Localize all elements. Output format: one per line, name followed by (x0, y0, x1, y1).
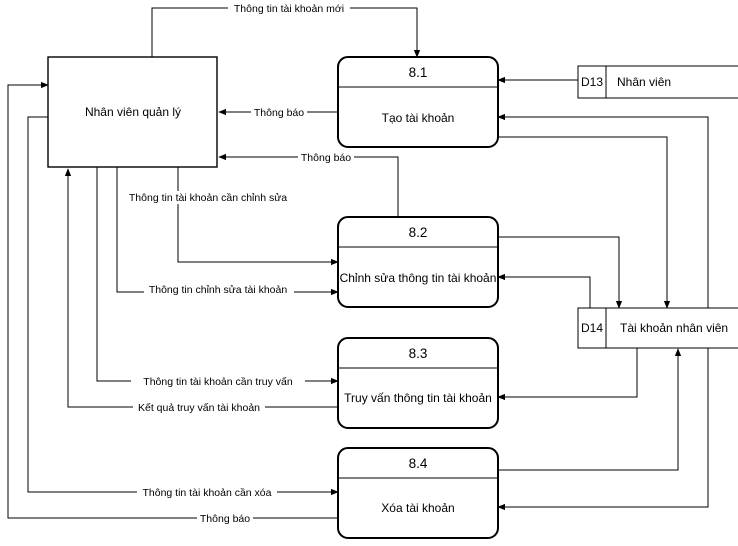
process-id: 8.3 (409, 346, 428, 361)
svg-text:Kết quả truy vấn tài khoản: Kết quả truy vấn tài khoản (138, 402, 260, 414)
flow-8-1-to-d14 (498, 136, 671, 309)
flow-8-4-to-d14 (498, 348, 682, 471)
svg-text:Thông tin chỉnh sửa tài khoản: Thông tin chỉnh sửa tài khoản (149, 284, 288, 296)
process-id: 8.2 (409, 225, 428, 240)
flow-new-account-info (151, 7, 421, 58)
store-name: Tài khoản nhân viên (620, 321, 728, 335)
data-store-d13: D13 Nhân viên (577, 65, 738, 99)
store-id: D13 (581, 75, 603, 89)
flow-delete-target (27, 116, 339, 496)
external-entity: Nhân viên quản lý (47, 56, 218, 168)
flow-label-query-result: Kết quả truy vấn tài khoản (133, 401, 265, 414)
flow-8-2-to-d14 (498, 236, 623, 309)
flow-d14-to-8-3 (497, 348, 638, 401)
process-8-1: 8.1 Tạo tài khoản (337, 56, 499, 148)
flow-notify-delete (7, 81, 338, 519)
store-name: Nhân viên (617, 75, 671, 89)
process-name: Chỉnh sửa thông tin tài khoản (340, 271, 497, 285)
flow-d14-to-8-4 (497, 348, 709, 511)
process-id: 8.4 (409, 456, 428, 471)
process-name: Truy vấn thông tin tài khoản (344, 391, 492, 405)
flow-edit-info (116, 167, 339, 296)
entity-name: Nhân viên quản lý (85, 105, 181, 119)
flow-label-delete-target: Thông tin tài khoản cần xóa (137, 486, 277, 499)
flow-edit-target (177, 167, 339, 266)
process-8-4: 8.4 Xóa tài khoản (337, 447, 499, 539)
svg-text:Thông báo: Thông báo (200, 513, 250, 525)
process-id: 8.1 (409, 65, 428, 80)
flow-label-edit-info: Thông tin chỉnh sửa tài khoản (144, 283, 294, 296)
svg-text:Thông báo: Thông báo (254, 107, 304, 119)
process-8-3: 8.3 Truy vấn thông tin tài khoản (337, 337, 499, 429)
store-id: D14 (581, 321, 603, 335)
flow-label-query-target: Thông tin tài khoản cần truy vấn (131, 375, 305, 388)
flow-label-notify-delete: Thông báo (197, 512, 253, 525)
flow-notify-edit (218, 153, 399, 217)
svg-text:Thông tin tài khoản cần truy v: Thông tin tài khoản cần truy vấn (143, 376, 293, 388)
flow-label-notify-create: Thông báo (251, 106, 307, 119)
process-8-2: 8.2 Chỉnh sửa thông tin tài khoản (337, 216, 499, 308)
svg-text:Thông tin tài khoản cần chỉnh: Thông tin tài khoản cần chỉnh sửa (129, 192, 287, 204)
svg-text:Thông tin tài khoản mới: Thông tin tài khoản mới (234, 3, 344, 15)
flow-label-new-account-info: Thông tin tài khoản mới (228, 2, 350, 15)
svg-text:Thông báo: Thông báo (301, 152, 351, 164)
flow-d14-to-8-2 (497, 273, 591, 308)
flow-label-notify-edit: Thông báo (298, 151, 354, 164)
flow-label-edit-target: Thông tin tài khoản cần chỉnh sửa (124, 191, 294, 204)
flow-d14-to-8-1 (497, 113, 709, 308)
process-name: Xóa tài khoản (381, 501, 454, 515)
process-name: Tạo tài khoản (382, 111, 455, 125)
svg-text:Thông tin tài khoản cần xóa: Thông tin tài khoản cần xóa (142, 487, 271, 499)
data-store-d14: D14 Tài khoản nhân viên (577, 307, 738, 349)
